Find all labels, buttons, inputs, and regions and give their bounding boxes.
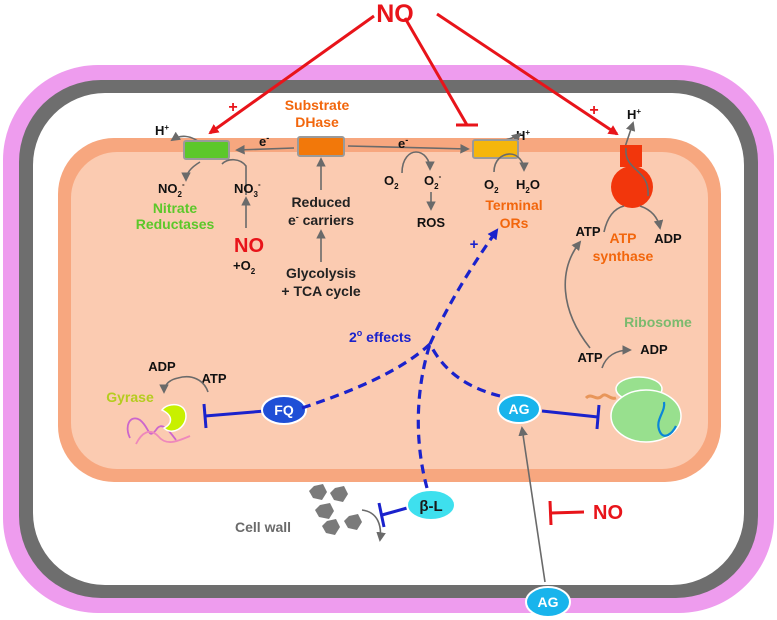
secondary-effects-to-terminal-or-arrow <box>428 228 499 345</box>
electron-label-right: e- <box>398 135 408 151</box>
gyrase-label: Gyrase <box>106 389 154 405</box>
atp-synthase-input-line <box>603 205 625 233</box>
atp-synthase-head <box>611 166 653 208</box>
peptidoglycan-unit-3 <box>315 503 334 519</box>
mrna-strand <box>657 401 677 437</box>
beta-lactam-antibiotic-badge <box>406 489 456 521</box>
no-cytoplasm-label: NO <box>234 235 264 257</box>
ag-inner-antibiotic-badge <box>497 394 541 424</box>
ag-inner-label: AG <box>509 401 530 417</box>
substrate-dhase-label-line1: Substrate <box>285 97 350 113</box>
reduced-carriers-label-line2: e- carriers <box>288 212 354 228</box>
ag-outer-label: AG <box>538 594 559 610</box>
fq-label: FQ <box>274 402 294 418</box>
atp-synthase-output-arrow <box>639 205 664 230</box>
gyrase-atp-use-arrow <box>159 376 209 394</box>
peptidoglycan-unit-2 <box>330 486 348 502</box>
ag-inhibition-bar <box>595 404 601 430</box>
fq-inhibition-bar <box>202 403 208 429</box>
atp-synthase-proton-path <box>625 147 649 197</box>
superoxide-label: O2- <box>424 172 442 191</box>
no-stimulates-nitrate-reductase-arrow <box>208 14 375 135</box>
oxygen-label-left: O2 <box>384 173 399 191</box>
no-right-label: NO <box>593 502 623 524</box>
secondary-effects-plus: + <box>470 236 479 253</box>
proton-pump-arrow-right <box>624 121 636 148</box>
plus-sign-right: + <box>589 102 598 119</box>
adp-label-top: ADP <box>654 231 682 246</box>
nascent-peptide-chain <box>584 393 617 400</box>
no-plus-oxygen-label: +O2 <box>233 258 256 276</box>
ag-outer-antibiotic-badge <box>525 586 571 618</box>
peptidoglycan-unit-4 <box>322 519 340 535</box>
no-inhibits-ag-uptake-line <box>550 510 585 515</box>
reduced-carriers-label-line1: Reduced <box>291 194 350 210</box>
ribosome-atp-use-arrow <box>601 345 632 369</box>
fq-secondary-effect-path <box>301 342 432 410</box>
gyrase-enzyme <box>160 403 187 432</box>
nitrite-label: NO2- <box>158 180 185 199</box>
terminal-ors-label-line1: Terminal <box>485 197 542 213</box>
fq-inhibits-gyrase-line <box>204 409 266 418</box>
atp-label-gyrase: ATP <box>201 371 226 386</box>
glycolysis-label-line2: + TCA cycle <box>281 283 360 299</box>
no-inhibits-terminal-or-line <box>403 17 469 126</box>
cell-wall-label: Cell wall <box>235 519 291 535</box>
atp-label-top: ATP <box>575 224 600 239</box>
no-top-label: NO <box>376 0 414 28</box>
ribosome-label: Ribosome <box>624 314 692 330</box>
electron-flow-to-terminal-or <box>347 144 470 154</box>
ag-inhibits-ribosome-line <box>541 409 599 419</box>
proton-right: H+ <box>627 107 641 122</box>
no-stimulates-atp-synthase-arrow <box>436 12 619 136</box>
plus-sign-left: + <box>228 99 237 116</box>
nitrate-label: NO3- <box>234 180 261 199</box>
cell-wall-synthesis-arrow <box>361 509 386 542</box>
peptidoglycan-unit-1 <box>309 484 327 500</box>
atp-label-ribosome: ATP <box>577 350 602 365</box>
beta-lactam-label: β-L <box>419 498 442 515</box>
oxygen-to-water-arrow <box>493 153 529 173</box>
oxygen-label-right: O2 <box>484 177 499 195</box>
nitrate-reductases-label-line1: Nitrate <box>153 200 198 216</box>
ag-uptake-arrow <box>518 426 546 583</box>
nitrate-reductase-complex <box>183 140 230 160</box>
beta-lactam-inhibits-cell-wall-line <box>381 506 408 517</box>
ag-secondary-effect-path <box>428 343 501 398</box>
atp-synthase-label-line2: synthase <box>593 248 654 264</box>
terminal-oxidoreductase-complex <box>472 139 519 159</box>
dna-strand-pink <box>135 430 191 445</box>
ros-label: ROS <box>417 215 446 230</box>
adp-label-ribosome: ADP <box>640 342 668 357</box>
atp-synthase-label-line1: ATP <box>610 230 637 246</box>
atp-supply-to-ribosome-arc <box>564 240 591 349</box>
secondary-effects-label: 2o effects <box>349 328 412 345</box>
cytoplasm <box>71 152 708 469</box>
beta-lactam-secondary-effect-path <box>416 343 432 489</box>
beta-lactam-inhibition-bar <box>377 502 386 528</box>
substrate-dehydrogenase-complex <box>297 136 345 157</box>
no-uptake-inhibition-bar <box>548 500 553 526</box>
glycolysis-label-line1: Glycolysis <box>286 265 356 281</box>
adp-label-gyrase: ADP <box>148 359 176 374</box>
nitrate-reductases-label-line2: Reductases <box>136 216 215 232</box>
electron-flow-to-nitrate-reductase <box>235 144 295 155</box>
nitrate-input-line <box>221 158 247 195</box>
substrate-dhase-label-line2: DHase <box>295 114 339 130</box>
nitrite-output-arrow <box>181 161 201 182</box>
fq-antibiotic-badge <box>261 395 307 425</box>
terminal-ors-label-line2: ORs <box>500 215 529 231</box>
water-label: H2O <box>516 177 540 195</box>
oxygen-to-superoxide-arrow <box>401 151 435 174</box>
peptidoglycan-unit-5 <box>344 514 362 530</box>
proton-left: H+ <box>155 123 169 138</box>
electron-label-left: e- <box>259 133 269 149</box>
